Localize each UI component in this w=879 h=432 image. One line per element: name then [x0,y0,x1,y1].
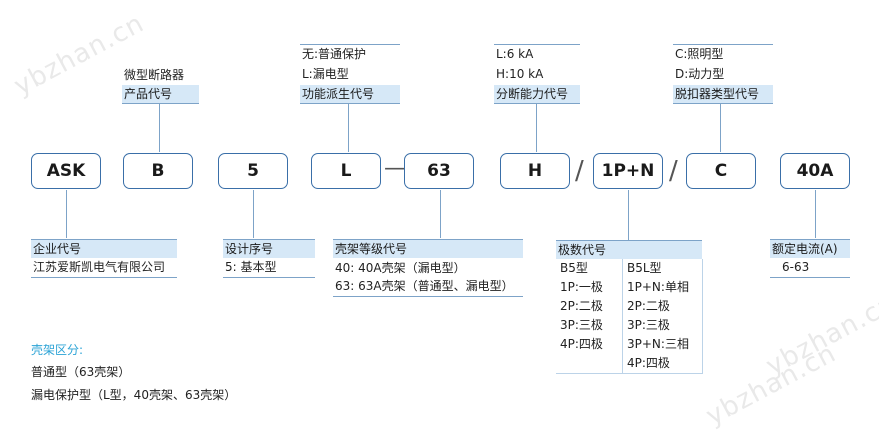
company-rule-bottom [31,277,177,278]
poles-col2-item: 3P:三极 [627,318,670,332]
product-connector [159,104,160,152]
derived-line2: L:漏电型 [302,67,349,81]
company-rule-top [31,239,177,240]
dash-separator: — [384,156,406,181]
code-box-pole: 1P+N [593,153,663,189]
code-box-5: 5 [218,153,288,189]
poles-col2-item: 4P:四极 [627,356,670,370]
breaking-line2: H:10 kA [496,67,544,81]
frame-rule-bottom [333,296,523,297]
code-box-l: L [311,153,381,189]
frame-line2: 63: 63A壳架（普通型、漏电型） [335,279,514,293]
release-top-rule [673,44,773,45]
code-box-h: H [500,153,570,189]
product-rule [122,103,199,104]
release-rule [673,103,773,104]
frame-rule-top [333,239,523,240]
frame-line1: 40: 40A壳架（漏电型） [335,261,466,275]
code-box-b: B [123,153,193,189]
product-line1: 微型断路器 [124,68,185,82]
release-line1: C:照明型 [675,47,724,61]
poles-connector [628,190,629,240]
poles-rule-top [556,240,702,241]
slash-separator: / [575,156,584,186]
code-box-c: C [686,153,756,189]
poles-col1-item: 3P:三极 [560,318,603,332]
release-header: 脱扣器类型代号 [673,85,773,103]
breaking-line1: L:6 kA [496,47,534,61]
breaking-header: 分断能力代号 [494,85,580,103]
derived-top-rule [300,44,400,45]
release-connector [720,104,721,152]
company-connector [66,190,67,238]
poles-table-frame [556,259,703,374]
poles-col2-item: 2P:二极 [627,299,670,313]
notes-line1: 普通型（63壳架） [31,365,131,379]
release-line2: D:动力型 [675,67,725,81]
breaking-top-rule [494,44,580,45]
poles-column-divider [622,259,623,373]
poles-col2-item: 1P+N:单相 [627,280,689,294]
notes-title: 壳架区分: [31,343,84,357]
code-box-63: 63 [404,153,474,189]
derived-line1: 无:普通保护 [302,47,367,61]
frame-header: 壳架等级代号 [333,240,523,258]
design-header: 设计序号 [223,240,315,258]
derived-rule [300,103,400,104]
frame-connector [440,190,441,238]
design-line1: 5: 基本型 [225,260,277,274]
rated-rule-top [770,239,850,240]
poles-col1-header: B5型 [560,261,588,275]
breaking-rule [494,103,580,104]
derived-connector [348,104,349,152]
code-box-current: 40A [780,153,850,189]
notes-line2: 漏电保护型（L型，40壳架、63壳架） [31,388,237,402]
design-rule-top [223,239,315,240]
company-line1: 江苏爱斯凯电气有限公司 [33,260,166,274]
company-header: 企业代号 [31,240,177,258]
rated-rule-bottom [770,277,850,278]
design-rule-bottom [223,277,315,278]
rated-header: 额定电流(A) [770,240,850,258]
slash-separator: / [669,156,678,186]
derived-header: 功能派生代号 [300,85,400,103]
poles-col1-item: 4P:四极 [560,337,603,351]
poles-col1-item: 1P:一极 [560,280,603,294]
design-connector [253,190,254,238]
product-header: 产品代号 [122,85,199,103]
code-box-ask: ASK [31,153,101,189]
rated-line1: 6-63 [782,260,810,274]
breaking-connector [536,104,537,152]
poles-header: 极数代号 [556,241,702,259]
poles-col2-item: 3P+N:三相 [627,337,689,351]
poles-col2-header: B5L型 [627,261,662,275]
rated-connector [815,190,816,238]
poles-col1-item: 2P:二极 [560,299,603,313]
